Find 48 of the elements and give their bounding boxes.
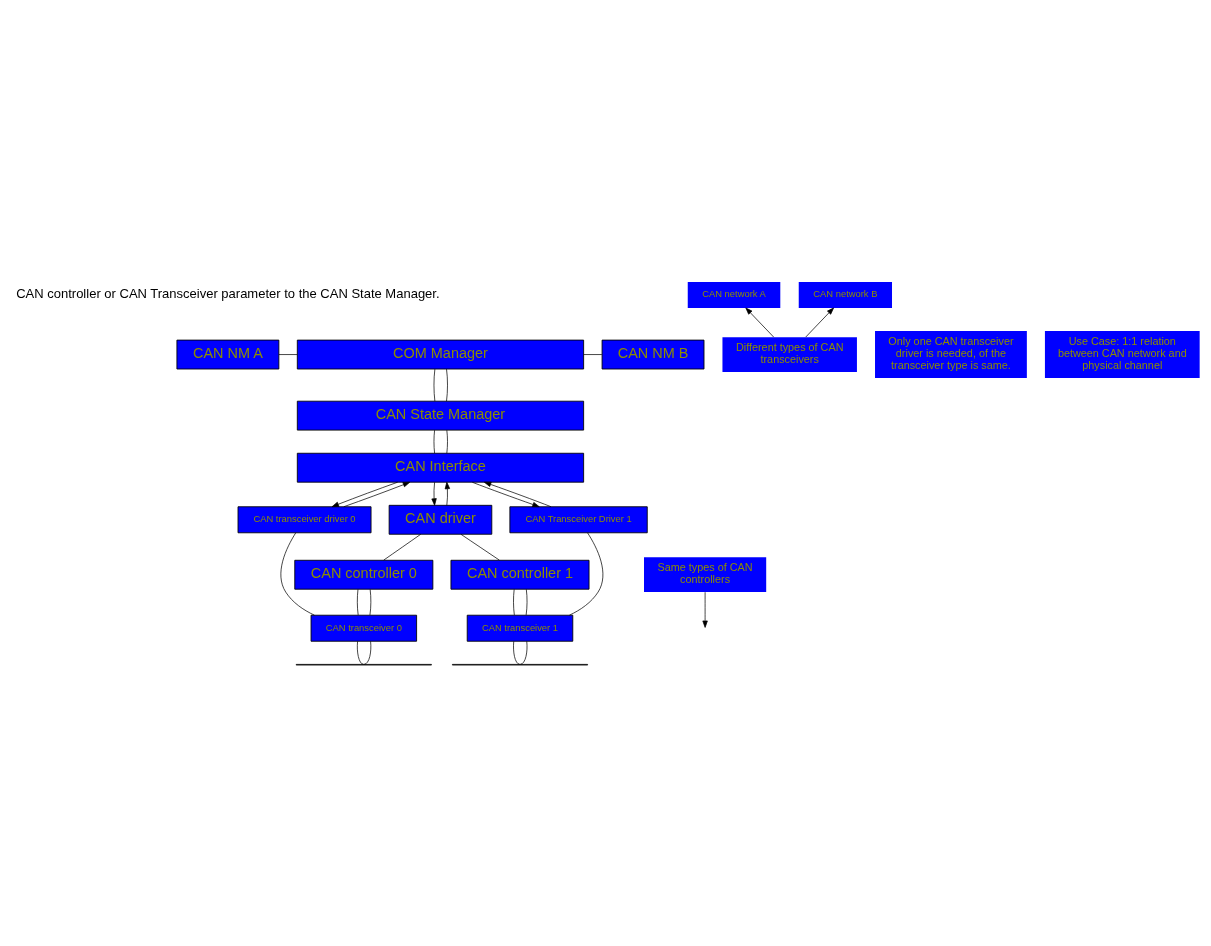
connector [569,531,604,615]
connector [513,640,521,665]
node-box: COM Manager [296,339,585,369]
node-box: CAN NM A [176,339,280,369]
node-bar [295,663,432,665]
arrow [343,481,411,507]
connector [356,588,359,615]
arrow [431,481,437,506]
label: CAN controller or CAN Transceiver parameter to the CAN State Manager. [16,285,440,301]
node-box: Same types of CAN controllers [644,556,767,592]
node-box: CAN driver [388,504,493,535]
connector [446,429,448,454]
connector [433,368,436,402]
node-box: CAN transceiver 0 [310,614,418,642]
connector [460,533,500,560]
node-box: CAN Interface [296,452,585,483]
arrow [331,481,398,507]
node-box: CAN network B [798,281,892,308]
connector [446,368,448,402]
connector [280,531,315,615]
connector [583,353,603,355]
node-box: CAN State Manager [296,400,585,431]
arrow [702,591,708,628]
connector [519,640,528,665]
connector [433,429,435,454]
node-box: Use Case: 1:1 relation between CAN network and physical channel [1044,330,1200,378]
connector [383,533,422,560]
arrow [745,307,775,337]
node-box: Only one CAN transceiver driver is needed, of the transceiver type is same. [875,330,1027,378]
arrow [805,307,834,337]
node-box: CAN controller 0 [294,559,434,590]
node-box: CAN Transceiver Driver 1 [509,505,648,533]
node-box: CAN controller 1 [450,559,590,590]
node-bar [452,663,588,665]
node-box: CAN transceiver driver 0 [237,505,372,533]
connector [356,640,364,665]
connector [363,640,372,665]
connector [369,588,372,615]
connector [525,588,528,615]
node-box: CAN network A [687,281,781,308]
arrow [471,481,540,507]
arrow [444,481,451,506]
connector [513,588,515,615]
node-box: CAN NM B [601,339,705,369]
node-box: CAN transceiver 1 [466,614,574,642]
connector [278,353,298,355]
arrow [484,481,552,507]
node-box: Different types of CAN transceivers [722,336,857,372]
